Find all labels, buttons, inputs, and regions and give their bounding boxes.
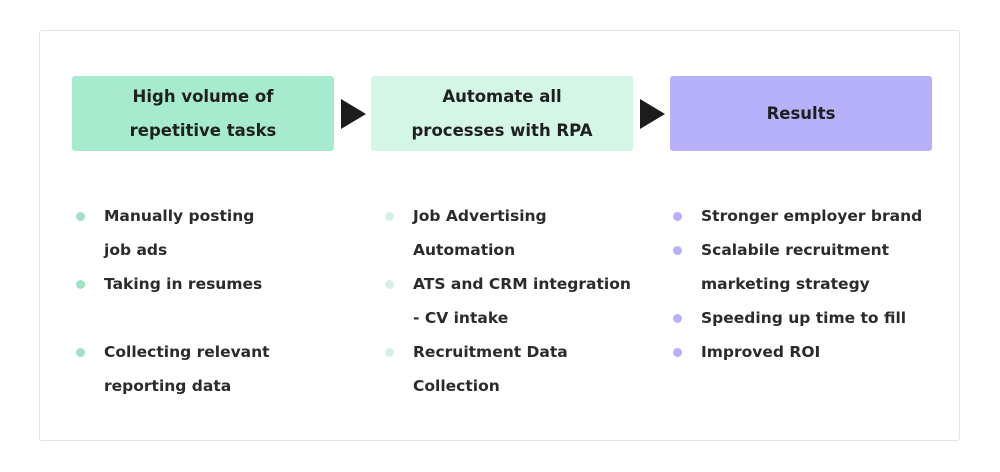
arrow-right-icon [640,99,665,129]
bullet-dot-icon [385,280,394,289]
stage-box-results: Results [670,76,932,151]
bullet-dot-icon [673,348,682,357]
list-item-text: Improved ROI [701,343,821,361]
list-item-text: ATS and CRM integration - CV intake [413,275,631,327]
list-item-text: Stronger employer brand [701,207,923,225]
bullet-dot-icon [673,212,682,221]
bullet-dot-icon [673,314,682,323]
list-item-text: Job Advertising Automation [413,207,547,259]
list-item-text: Scalabile recruitment marketing strategy [701,241,890,293]
bullet-dot-icon [76,280,85,289]
arrow-right-icon [341,99,366,129]
stage-title: High volume of repetitive tasks [129,86,277,140]
list-item-text: Taking in resumes [104,275,263,293]
list-item-text: Speeding up time to fill [701,309,907,327]
bullet-dot-icon [385,348,394,357]
bullet-dot-icon [673,246,682,255]
stage-box-automate: Automate all processes with RPA [371,76,633,151]
bullet-dot-icon [385,212,394,221]
bullet-dot-icon [76,212,85,221]
stage-box-high-volume: High volume of repetitive tasks [72,76,334,151]
list-item-text: Recruitment Data Collection [413,343,568,395]
list-item-text: Manually posting job ads [104,207,255,259]
stage-title: Results [766,103,836,123]
stage-title: Automate all processes with RPA [411,86,593,140]
list-item-text: Collecting relevant reporting data [104,343,270,395]
bullet-dot-icon [76,348,85,357]
